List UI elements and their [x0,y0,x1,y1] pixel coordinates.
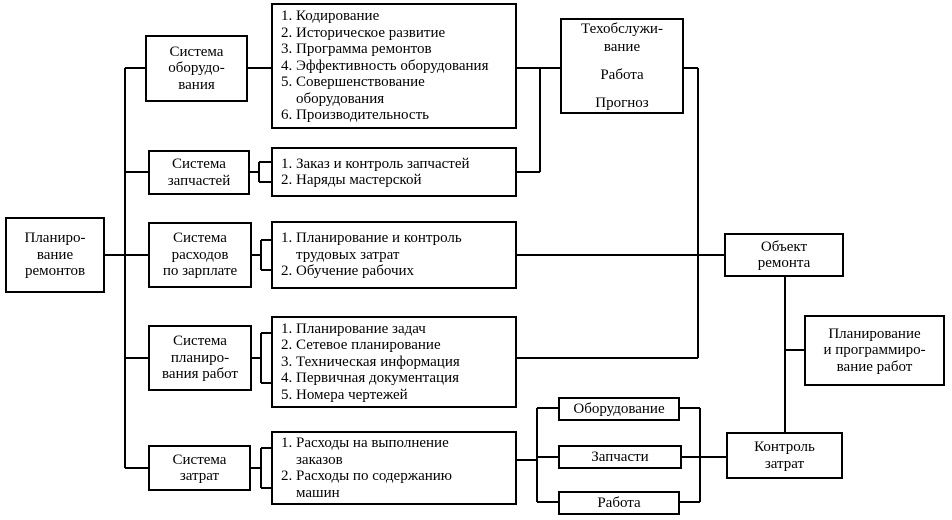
box-label: Система [172,156,226,172]
box-label: оборудо- [168,60,225,77]
costs-system-box: Система затрат [148,445,251,491]
box-label: затрат [764,455,805,472]
box-label: вания работ [162,366,238,383]
box-label: Контроль [754,439,815,455]
repair-planning-box: Планиро- вание ремонтов [5,217,105,293]
list-item: 1. Кодирование [281,8,380,25]
equipment-system-box: Система оборудо- вания [145,35,248,102]
work-planning-programming-box: Планирование и программиро- вание работ [804,315,945,386]
box-label: по зарплате [162,263,238,280]
box-label: Техобслужи- [581,21,663,37]
list-item: 6. Производительность [281,107,429,124]
box-label: Система [173,333,227,350]
list-item: 1. Заказ и контроль запчастей [281,155,470,172]
box-label: планиро- [170,349,230,366]
box-label: Оборудование [573,400,665,417]
wage-costs-details-box: 1. Планирование и контроль трудовых затр… [271,221,517,289]
list-item: 2. Наряды мастерской [281,172,422,188]
list-item: 3. Программа ремонтов [281,41,432,58]
list-item: 1. Планирование и контроль [281,230,462,247]
list-item: 4. Эффективность оборудования [281,57,489,74]
box-label: ремонта [757,255,811,271]
list-item: 3. Техническая информация [281,353,460,370]
parts-details-box: 1. Заказ и контроль запчастей 2. Наряды … [271,147,517,197]
list-item: 1. Планирование задач [281,320,426,337]
equipment-cost-box: Оборудование [558,397,680,421]
list-item: 2. Историческое развитие [281,24,446,41]
box-label: Работа [597,494,641,511]
list-item-continuation: машин [296,484,340,501]
parts-cost-box: Запчасти [558,445,682,469]
cost-control-box: Контроль затрат [726,432,843,479]
repair-object-box: Объект ремонта [724,233,844,277]
list-item: 2. Расходы по содержанию [281,468,452,484]
box-label: ремонтов [24,263,86,280]
list-item: 2. Обучение рабочих [281,263,415,280]
list-item: 5. Совершенствование [281,74,425,91]
list-item: 2. Сетевое планирование [281,337,441,354]
list-item: 4. Первичная документация [281,370,460,387]
work-planning-details-box: 1. Планирование задач 2. Сетевое планиро… [271,316,517,408]
maintenance-forecast-label: Прогноз [595,95,649,111]
box-label: Система [172,451,227,468]
costs-details-box: 1. Расходы на выполнение заказов 2. Расх… [271,431,517,505]
maintenance-box: Техобслужи- вание Работа Прогноз [560,18,684,114]
list-item: 1. Расходы на выполнение [281,435,449,451]
list-item-continuation: трудовых затрат [296,246,400,263]
box-label: Система [173,230,227,247]
work-planning-system-box: Система планиро- вания работ [148,325,252,391]
box-label: и программиро- [823,342,926,359]
work-cost-box: Работа [558,491,680,515]
box-label: Система [169,43,224,60]
box-label: затрат [179,468,220,484]
list-item: 5. Номера чертежей [281,386,408,403]
box-label: Планирование [828,325,921,342]
box-label: Объект [760,238,808,255]
box-label: вание работ [836,358,913,375]
box-label: вания [178,76,215,93]
box-label: расходов [171,246,229,263]
parts-system-box: Система запчастей [148,150,250,195]
box-label: вание [36,246,74,263]
box-label: вание [603,39,641,55]
box-label: Планиро- [24,230,86,247]
list-item-continuation: заказов [296,451,343,468]
wage-costs-system-box: Система расходов по зарплате [148,222,252,288]
equipment-details-box: 1. Кодирование 2. Историческое развитие … [271,3,517,129]
list-item-continuation: оборудования [296,90,385,107]
maintenance-work-label: Работа [600,67,644,83]
box-label: Запчасти [591,448,649,465]
box-label: запчастей [167,172,231,189]
